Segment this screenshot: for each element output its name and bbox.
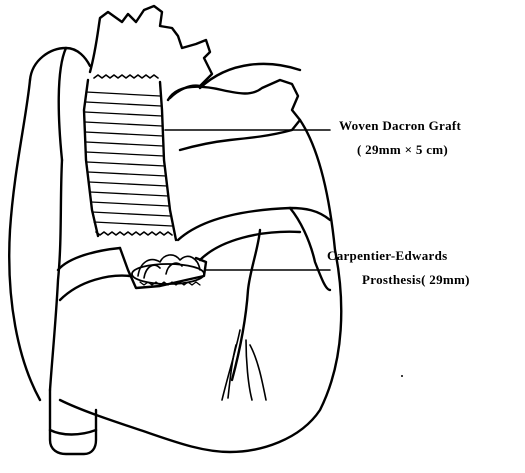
dacron-graft: [84, 80, 176, 240]
aortic-arch: [90, 6, 212, 98]
carpentier-edwards-prosthesis: [120, 248, 206, 288]
graft-title-label: Woven Dacron Graft: [339, 118, 461, 134]
superior-vena-cava: [9, 48, 90, 400]
graft-dimensions-label: ( 29mm × 5 cm): [357, 142, 448, 158]
small-mark: [401, 375, 403, 377]
ventricles: [178, 208, 330, 400]
prosthesis-title-label: Carpentier-Edwards: [327, 248, 447, 264]
inferior-vena-cava: [50, 390, 96, 454]
pulmonary-artery: [168, 80, 300, 150]
graft-proximal-suture: [94, 75, 158, 78]
prosthesis-dimensions-label: Prosthesis( 29mm): [362, 272, 470, 288]
